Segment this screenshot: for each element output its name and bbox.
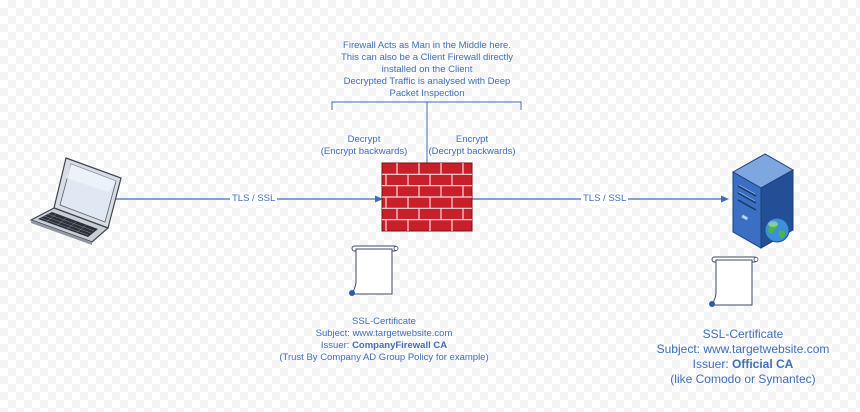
encrypt-label: Encrypt (Decrypt backwards) xyxy=(422,134,522,158)
firewall-cert-title: SSL-Certificate xyxy=(352,316,416,327)
firewall-certificate-scroll-icon xyxy=(349,245,399,296)
brick-wall-icon xyxy=(381,162,473,232)
firewall-cert-note: (Trust By Company AD Group Policy for ex… xyxy=(279,352,489,363)
laptop-icon xyxy=(29,157,122,245)
server-tower-icon xyxy=(731,153,795,249)
globe-icon xyxy=(764,217,790,243)
server-cert-issuer-row: Issuer: Official CA xyxy=(638,357,848,372)
annotation-line-2: This can also be a Client Firewall direc… xyxy=(340,52,514,63)
annotation-line-5: Packet Inspection xyxy=(389,88,465,99)
firewall-to-server-arrowhead xyxy=(721,195,729,203)
firewall-cert-issuer: CompanyFirewall CA xyxy=(352,340,448,351)
server-certificate-info: SSL-Certificate Subject: www.targetwebsi… xyxy=(638,327,848,387)
mitm-annotation: Firewall Acts as Man in the Middle here.… xyxy=(327,40,527,100)
firewall-cert-issuer-row: Issuer: CompanyFirewall CA xyxy=(264,340,504,352)
encrypt-subtitle: (Decrypt backwards) xyxy=(428,146,516,157)
decrypt-subtitle: (Encrypt backwards) xyxy=(320,146,408,157)
annotation-line-4: Decrypted Traffic is analysed with Deep xyxy=(343,76,511,87)
left-link-label: TLS / SSL xyxy=(230,193,278,205)
client-to-firewall-arrowhead xyxy=(375,195,383,203)
firewall-cert-issuer-prefix: Issuer: xyxy=(320,340,353,351)
server-certificate-scroll-icon xyxy=(709,256,759,307)
server-cert-note: (like Comodo or Symantec) xyxy=(670,372,816,386)
decrypt-label: Decrypt (Encrypt backwards) xyxy=(314,134,414,158)
server-cert-subject: Subject: www.targetwebsite.com xyxy=(656,342,830,356)
server-cert-issuer-prefix: Issuer: xyxy=(692,357,732,371)
right-link-label: TLS / SSL xyxy=(581,193,629,205)
encrypt-title: Encrypt xyxy=(455,134,489,145)
server-cert-title: SSL-Certificate xyxy=(702,327,784,341)
decrypt-title: Decrypt xyxy=(347,134,381,145)
annotation-line-3: installed on the Client xyxy=(381,64,473,75)
firewall-cert-subject: Subject: www.targetwebsite.com xyxy=(315,328,453,339)
server-cert-issuer: Official CA xyxy=(732,357,794,371)
firewall-certificate-info: SSL-Certificate Subject: www.targetwebsi… xyxy=(264,316,504,364)
annotation-line-1: Firewall Acts as Man in the Middle here. xyxy=(343,40,511,51)
